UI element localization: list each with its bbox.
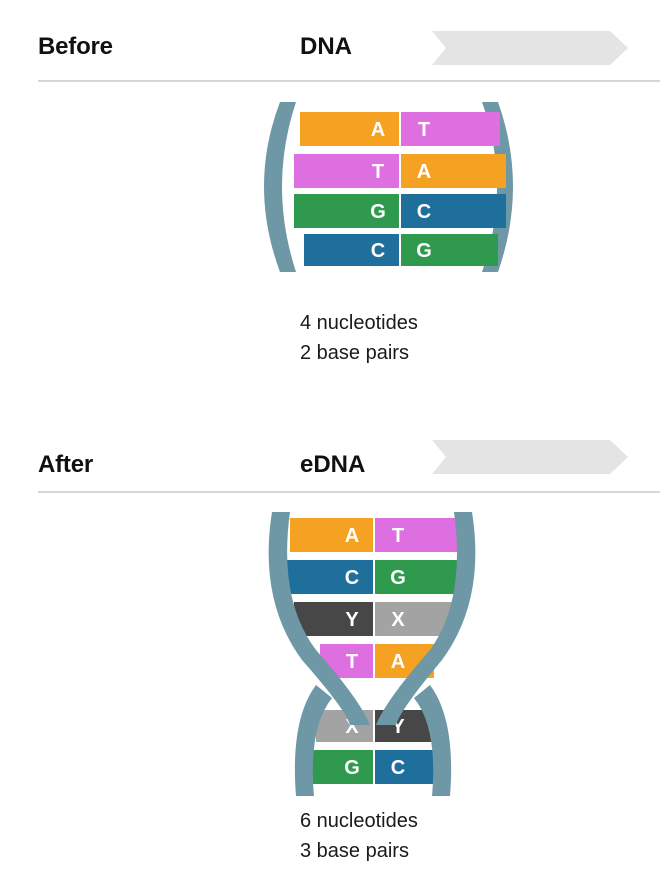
dna-nucleotide-count: 4 nucleotides bbox=[300, 312, 418, 334]
base-letter: X bbox=[391, 609, 405, 631]
edna-backbone-left bbox=[268, 512, 370, 725]
dna-stats: 4 nucleotides 2 base pairs bbox=[300, 308, 418, 368]
base-letter: C bbox=[391, 757, 405, 779]
base-g-block bbox=[375, 560, 466, 594]
base-letter: Y bbox=[345, 609, 359, 631]
edna-backbone-left-lower bbox=[294, 685, 332, 796]
base-y-block bbox=[294, 602, 373, 636]
base-letter: C bbox=[345, 567, 359, 589]
base-letter: C bbox=[371, 240, 385, 262]
divider bbox=[38, 80, 660, 82]
base-a-block bbox=[300, 112, 399, 146]
edna-backbone-right bbox=[376, 512, 476, 725]
base-c-block bbox=[304, 234, 399, 266]
base-letter: G bbox=[390, 567, 406, 589]
base-c-block bbox=[401, 194, 506, 228]
edna-backbone-right-lower bbox=[414, 685, 452, 796]
base-letter: G bbox=[370, 201, 386, 223]
base-letter: G bbox=[344, 757, 360, 779]
base-t-block bbox=[294, 154, 399, 188]
base-letter: T bbox=[346, 651, 358, 673]
arrow-right-icon bbox=[432, 31, 628, 65]
base-letter: A bbox=[345, 525, 359, 547]
edna-base-pair-count: 3 base pairs bbox=[300, 840, 409, 862]
edna-nucleotide-count: 6 nucleotides bbox=[300, 810, 418, 832]
base-letter: G bbox=[416, 240, 432, 262]
base-letter: A bbox=[417, 161, 431, 183]
base-c-block bbox=[286, 560, 373, 594]
base-a-block bbox=[401, 154, 506, 188]
base-letter: A bbox=[391, 651, 405, 673]
base-letter: A bbox=[371, 119, 385, 141]
base-letter: C bbox=[417, 201, 431, 223]
base-t-block bbox=[401, 112, 500, 146]
base-g-block bbox=[401, 234, 498, 266]
arrow-right-icon bbox=[432, 440, 628, 474]
base-letter: T bbox=[392, 525, 404, 547]
dna-title: DNA bbox=[300, 33, 352, 60]
base-a-block bbox=[290, 518, 373, 552]
dna-base-pair-count: 2 base pairs bbox=[300, 342, 409, 364]
dna-backbone-left bbox=[264, 102, 296, 272]
before-label: Before bbox=[38, 33, 113, 60]
divider bbox=[38, 491, 660, 493]
after-label: After bbox=[38, 451, 94, 478]
base-t-block bbox=[375, 518, 462, 552]
base-letter: T bbox=[418, 119, 430, 141]
edna-title: eDNA bbox=[300, 451, 366, 478]
edna-stats: 6 nucleotides 3 base pairs bbox=[300, 806, 418, 866]
base-g-block bbox=[294, 194, 399, 228]
base-letter: T bbox=[372, 161, 384, 183]
